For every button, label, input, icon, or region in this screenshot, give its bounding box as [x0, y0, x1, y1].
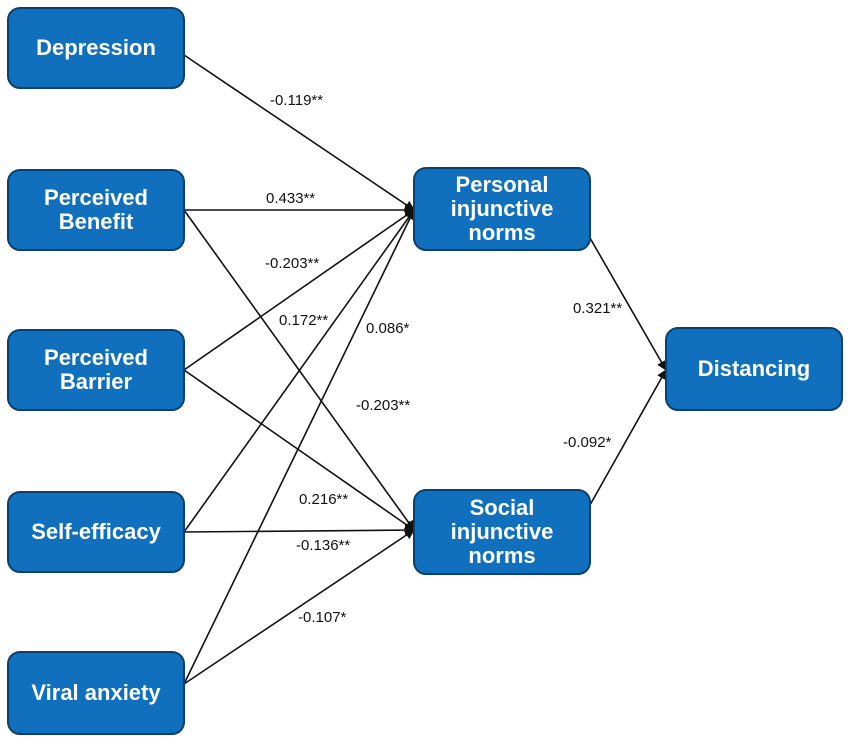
node-anxiety: Viral anxiety	[7, 651, 185, 735]
node-label-distancing-line-0: Distancing	[698, 356, 810, 381]
label-layer: -0.119** 0.433** -0.203** 0.172** 0.086* -0.2…	[265, 92, 622, 626]
path-coefficient-benefit-to-personal: 0.433**	[266, 190, 315, 207]
node-label-social-line-1: injunctive	[451, 519, 554, 544]
path-coefficient-efficacy-to-social: -0.136**	[296, 537, 350, 554]
path-arrow-barrier-to-personal	[183, 209, 415, 371]
node-label-personal-line-2: norms	[468, 220, 535, 245]
node-box-barrier	[7, 329, 185, 411]
node-depression: Depression	[7, 7, 185, 89]
path-coefficient-anxiety-to-social: -0.107*	[298, 609, 347, 626]
path-coefficient-anxiety-to-personal: 0.086*	[366, 320, 410, 337]
node-box-efficacy	[7, 491, 185, 573]
node-label-personal-line-1: injunctive	[451, 196, 554, 221]
path-arrow-depression-to-personal	[183, 54, 415, 211]
path-arrow-personal-to-distancing	[589, 237, 667, 371]
path-arrow-anxiety-to-social	[183, 529, 415, 685]
path-arrow-benefit-to-social	[183, 209, 415, 531]
path-arrow-barrier-to-social	[183, 369, 415, 531]
node-box-social	[413, 489, 591, 575]
node-label-depression-line-0: Depression	[36, 35, 156, 60]
edge-layer	[183, 54, 667, 685]
node-label-benefit-line-1: Benefit	[59, 209, 134, 234]
node-label-benefit-line-0: Perceived	[44, 185, 148, 210]
node-label-barrier-line-0: Perceived	[44, 345, 148, 370]
path-coefficient-social-to-distancing: -0.092*	[563, 434, 612, 451]
path-coefficient-barrier-to-personal: -0.203**	[265, 255, 319, 272]
node-layer: DepressionPerceivedBenefitPerceivedBarri…	[7, 7, 843, 735]
path-coefficient-efficacy-to-personal: 0.172**	[279, 312, 328, 329]
path-coefficient-barrier-to-social: 0.216**	[299, 491, 348, 508]
node-box-anxiety	[7, 651, 185, 735]
path-arrow-social-to-distancing	[589, 369, 667, 506]
path-arrow-anxiety-to-personal	[183, 209, 415, 685]
path-coefficient-depression-to-personal: -0.119**	[270, 92, 323, 109]
node-label-social-line-2: norms	[468, 543, 535, 568]
node-label-efficacy-line-0: Self-efficacy	[31, 519, 161, 544]
node-box-depression	[7, 7, 185, 89]
node-box-benefit	[7, 169, 185, 251]
node-label-social-line-0: Social	[470, 495, 535, 520]
path-arrow-efficacy-to-social	[183, 525, 415, 536]
node-efficacy: Self-efficacy	[7, 491, 185, 573]
node-box-distancing	[665, 327, 843, 411]
node-box-personal	[413, 167, 591, 251]
path-coefficient-personal-to-distancing: 0.321**	[573, 300, 622, 317]
node-label-anxiety-line-0: Viral anxiety	[31, 680, 161, 705]
path-coefficient-benefit-to-social: -0.203**	[356, 397, 410, 414]
node-label-barrier-line-1: Barrier	[60, 369, 133, 394]
node-label-personal-line-0: Personal	[456, 172, 549, 197]
node-distancing: Distancing	[665, 327, 843, 411]
